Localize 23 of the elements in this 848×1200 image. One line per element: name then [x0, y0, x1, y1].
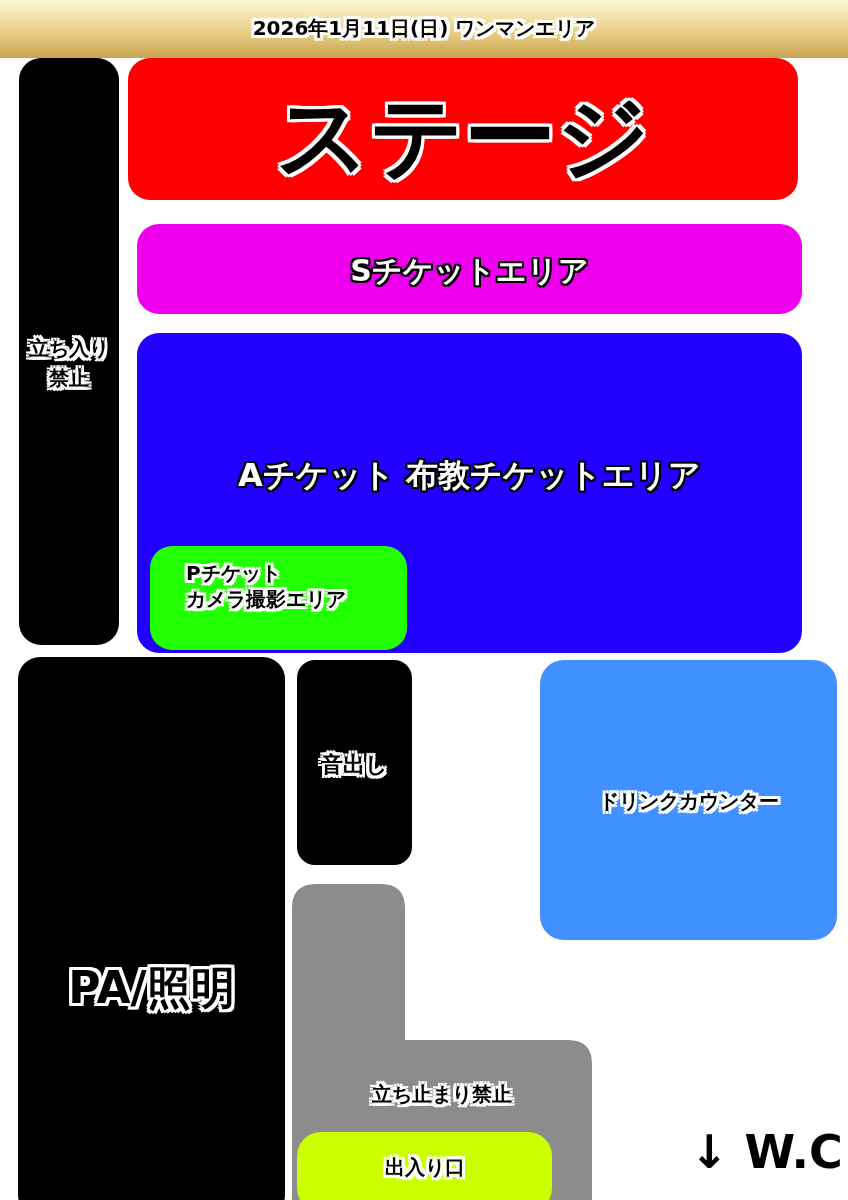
s-ticket-area — [137, 224, 802, 314]
drink-counter — [540, 660, 837, 940]
area-label: 音出し — [297, 748, 412, 781]
area-label: ステージ — [275, 82, 651, 192]
area-label: 立ち止まり禁止 — [371, 1081, 513, 1108]
restroom-direction-label: ↓ W.C — [690, 1124, 843, 1181]
area-label: 出入り口 — [383, 1154, 466, 1181]
area-label: カメラ撮影エリア — [186, 586, 347, 613]
title: 2026年1月11日(日) ワンマンエリア — [251, 15, 597, 42]
camera-area — [150, 546, 407, 650]
area-label: 立ち入り禁止 — [23, 333, 115, 393]
area-label: PA/照明 — [67, 961, 236, 1016]
sound-booth — [297, 660, 412, 865]
entrance — [297, 1132, 552, 1200]
area-label: Sチケットエリア — [349, 252, 590, 290]
no-entry-zone — [19, 58, 119, 645]
area-label: Pチケット — [186, 560, 282, 587]
area-label: ドリンクカウンター — [597, 788, 780, 815]
pa-lighting-booth — [18, 657, 285, 1200]
stage-area — [128, 58, 798, 200]
area-label: Aチケット 布教チケットエリア — [237, 455, 702, 496]
no-standing-zone — [292, 884, 592, 1200]
a-ticket-area — [137, 333, 802, 653]
